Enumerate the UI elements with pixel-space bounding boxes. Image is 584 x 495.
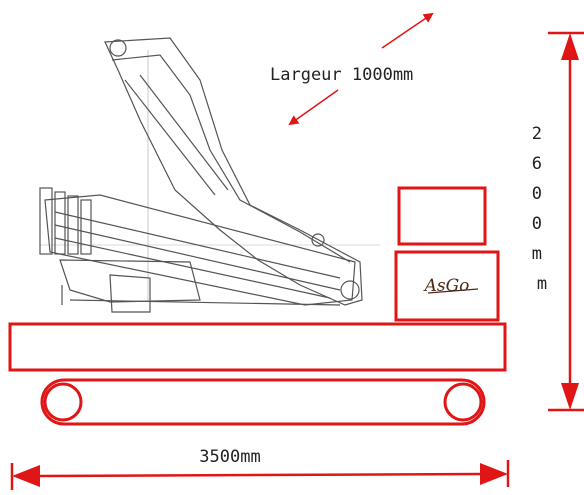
crane-sketch (39, 37, 380, 313)
logo-box (394, 250, 500, 322)
width-arrow-up (381, 12, 434, 49)
height-label: 2 6 0 0 m m (532, 124, 553, 294)
width-arrow-down (288, 89, 339, 126)
cabin-box (397, 186, 487, 246)
crawler-track (40, 378, 486, 426)
chassis-platform (8, 322, 507, 372)
width-label: Largeur 1000mm (270, 65, 413, 85)
length-dimension (10, 460, 510, 490)
height-dimension (548, 31, 584, 412)
length-label: 3500mm (199, 447, 260, 467)
